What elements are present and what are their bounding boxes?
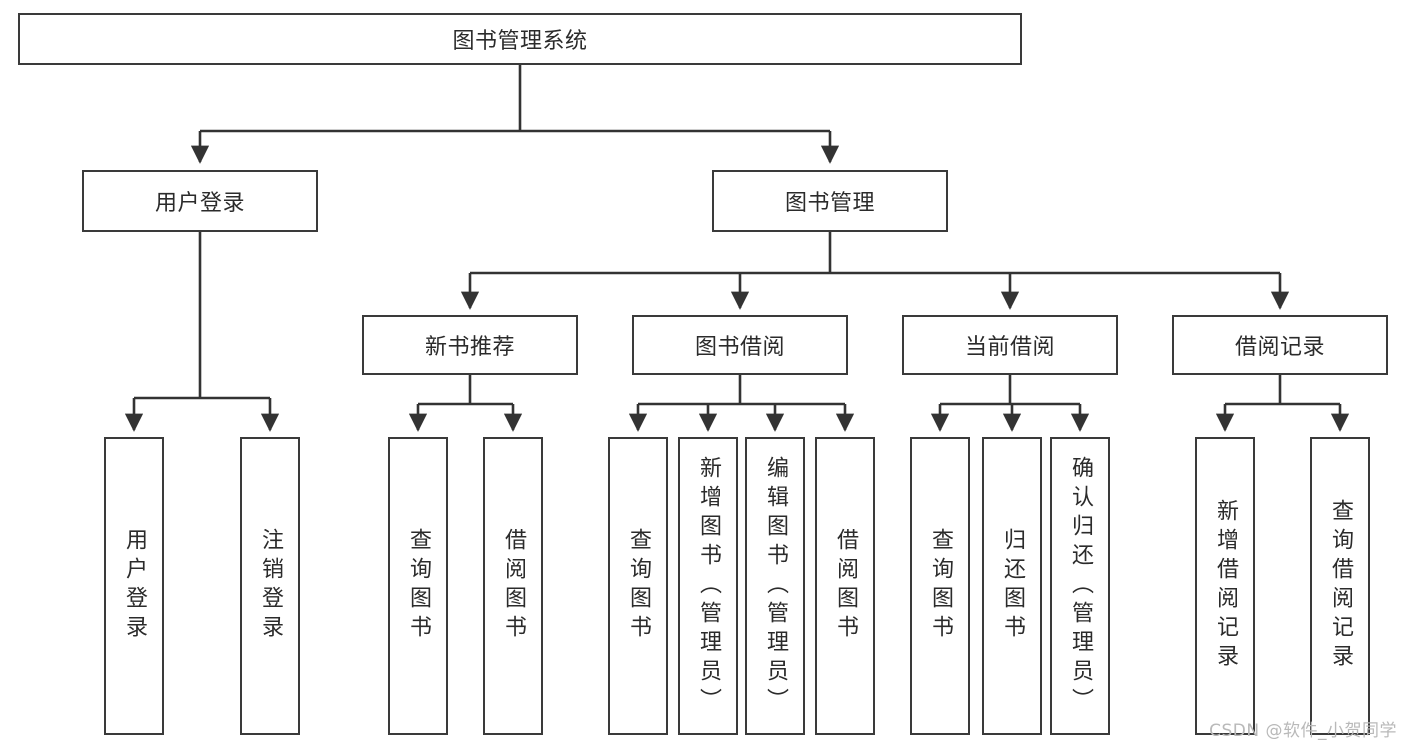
node-user-login[interactable]: 用户登录 xyxy=(82,170,318,232)
node-leaf-edit-book[interactable]: 编辑图书（管理员） xyxy=(745,437,805,735)
node-borrow-record-label: 借阅记录 xyxy=(1234,335,1325,360)
node-leaf-query-book-2-label: 查询图书 xyxy=(626,528,651,644)
watermark-text: CSDN @软件_小贺同学 xyxy=(1209,721,1397,741)
node-leaf-add-book-label: 新增图书（管理员） xyxy=(696,455,721,717)
node-leaf-query-record-label: 查询借阅记录 xyxy=(1328,499,1353,673)
node-leaf-add-book[interactable]: 新增图书（管理员） xyxy=(678,437,738,735)
node-leaf-confirm-return[interactable]: 确认归还（管理员） xyxy=(1050,437,1110,735)
node-book-manage[interactable]: 图书管理 xyxy=(712,170,948,232)
node-root[interactable]: 图书管理系统 xyxy=(18,13,1022,65)
node-new-book-rec-label: 新书推荐 xyxy=(424,335,515,360)
node-leaf-borrow-book-2[interactable]: 借阅图书 xyxy=(815,437,875,735)
node-leaf-query-book-2[interactable]: 查询图书 xyxy=(608,437,668,735)
node-leaf-query-book-1[interactable]: 查询图书 xyxy=(388,437,448,735)
node-leaf-return-book[interactable]: 归还图书 xyxy=(982,437,1042,735)
node-borrow-record[interactable]: 借阅记录 xyxy=(1172,315,1388,375)
node-leaf-borrow-book-1-label: 借阅图书 xyxy=(501,528,526,644)
node-book-manage-label: 图书管理 xyxy=(784,191,875,216)
node-current-borrow-label: 当前借阅 xyxy=(964,335,1055,360)
node-leaf-query-book-3-label: 查询图书 xyxy=(928,528,953,644)
node-leaf-edit-book-label: 编辑图书（管理员） xyxy=(763,455,788,717)
node-user-login-label: 用户登录 xyxy=(154,191,245,216)
node-leaf-borrow-book-1[interactable]: 借阅图书 xyxy=(483,437,543,735)
node-book-borrow-label: 图书借阅 xyxy=(694,335,785,360)
node-leaf-user-logout[interactable]: 注销登录 xyxy=(240,437,300,735)
node-leaf-user-logout-label: 注销登录 xyxy=(258,528,283,644)
node-current-borrow[interactable]: 当前借阅 xyxy=(902,315,1118,375)
node-leaf-add-record[interactable]: 新增借阅记录 xyxy=(1195,437,1255,735)
node-book-borrow[interactable]: 图书借阅 xyxy=(632,315,848,375)
node-leaf-user-login-label: 用户登录 xyxy=(122,528,147,644)
node-leaf-query-book-1-label: 查询图书 xyxy=(406,528,431,644)
node-leaf-query-book-3[interactable]: 查询图书 xyxy=(910,437,970,735)
node-leaf-add-record-label: 新增借阅记录 xyxy=(1213,499,1238,673)
node-leaf-query-record[interactable]: 查询借阅记录 xyxy=(1310,437,1370,735)
node-leaf-user-login[interactable]: 用户登录 xyxy=(104,437,164,735)
node-leaf-borrow-book-2-label: 借阅图书 xyxy=(833,528,858,644)
node-new-book-rec[interactable]: 新书推荐 xyxy=(362,315,578,375)
node-leaf-return-book-label: 归还图书 xyxy=(1000,528,1025,644)
node-leaf-confirm-return-label: 确认归还（管理员） xyxy=(1068,455,1093,717)
node-root-label: 图书管理系统 xyxy=(452,29,588,54)
